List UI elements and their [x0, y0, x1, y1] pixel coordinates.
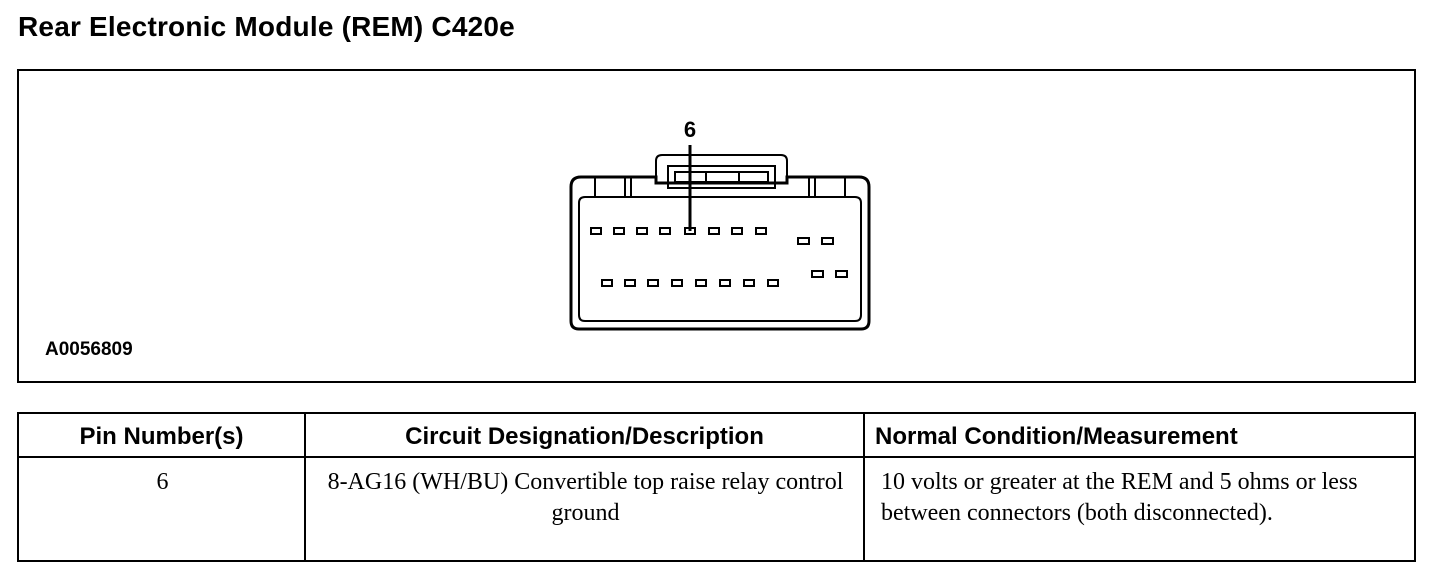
pin-table: Pin Number(s) Circuit Designation/Descri…: [17, 412, 1416, 562]
connector-face-diagram: 6: [569, 117, 871, 331]
page-title: Rear Electronic Module (REM) C420e: [18, 11, 515, 42]
cell-circuit-description: 8-AG16 (WH/BU) Convertible top raise rel…: [304, 456, 865, 562]
pin-callout-label: 6: [684, 117, 696, 142]
pin-table-header-row: Pin Number(s) Circuit Designation/Descri…: [17, 412, 1416, 458]
table-row: 6 8-AG16 (WH/BU) Convertible top raise r…: [17, 456, 1416, 562]
figure-id: A0056809: [45, 339, 133, 360]
header-pin-numbers: Pin Number(s): [17, 412, 306, 458]
connector-body: [569, 175, 871, 331]
cell-normal-condition: 10 volts or greater at the REM and 5 ohm…: [863, 456, 1416, 562]
header-circuit-designation: Circuit Designation/Description: [304, 412, 865, 458]
connector-figure: 6: [17, 69, 1416, 383]
header-normal-condition: Normal Condition/Measurement: [863, 412, 1416, 458]
pin-row-lower: [601, 270, 848, 287]
cell-pin-number: 6: [17, 456, 306, 562]
pin-row-upper: [590, 227, 834, 245]
